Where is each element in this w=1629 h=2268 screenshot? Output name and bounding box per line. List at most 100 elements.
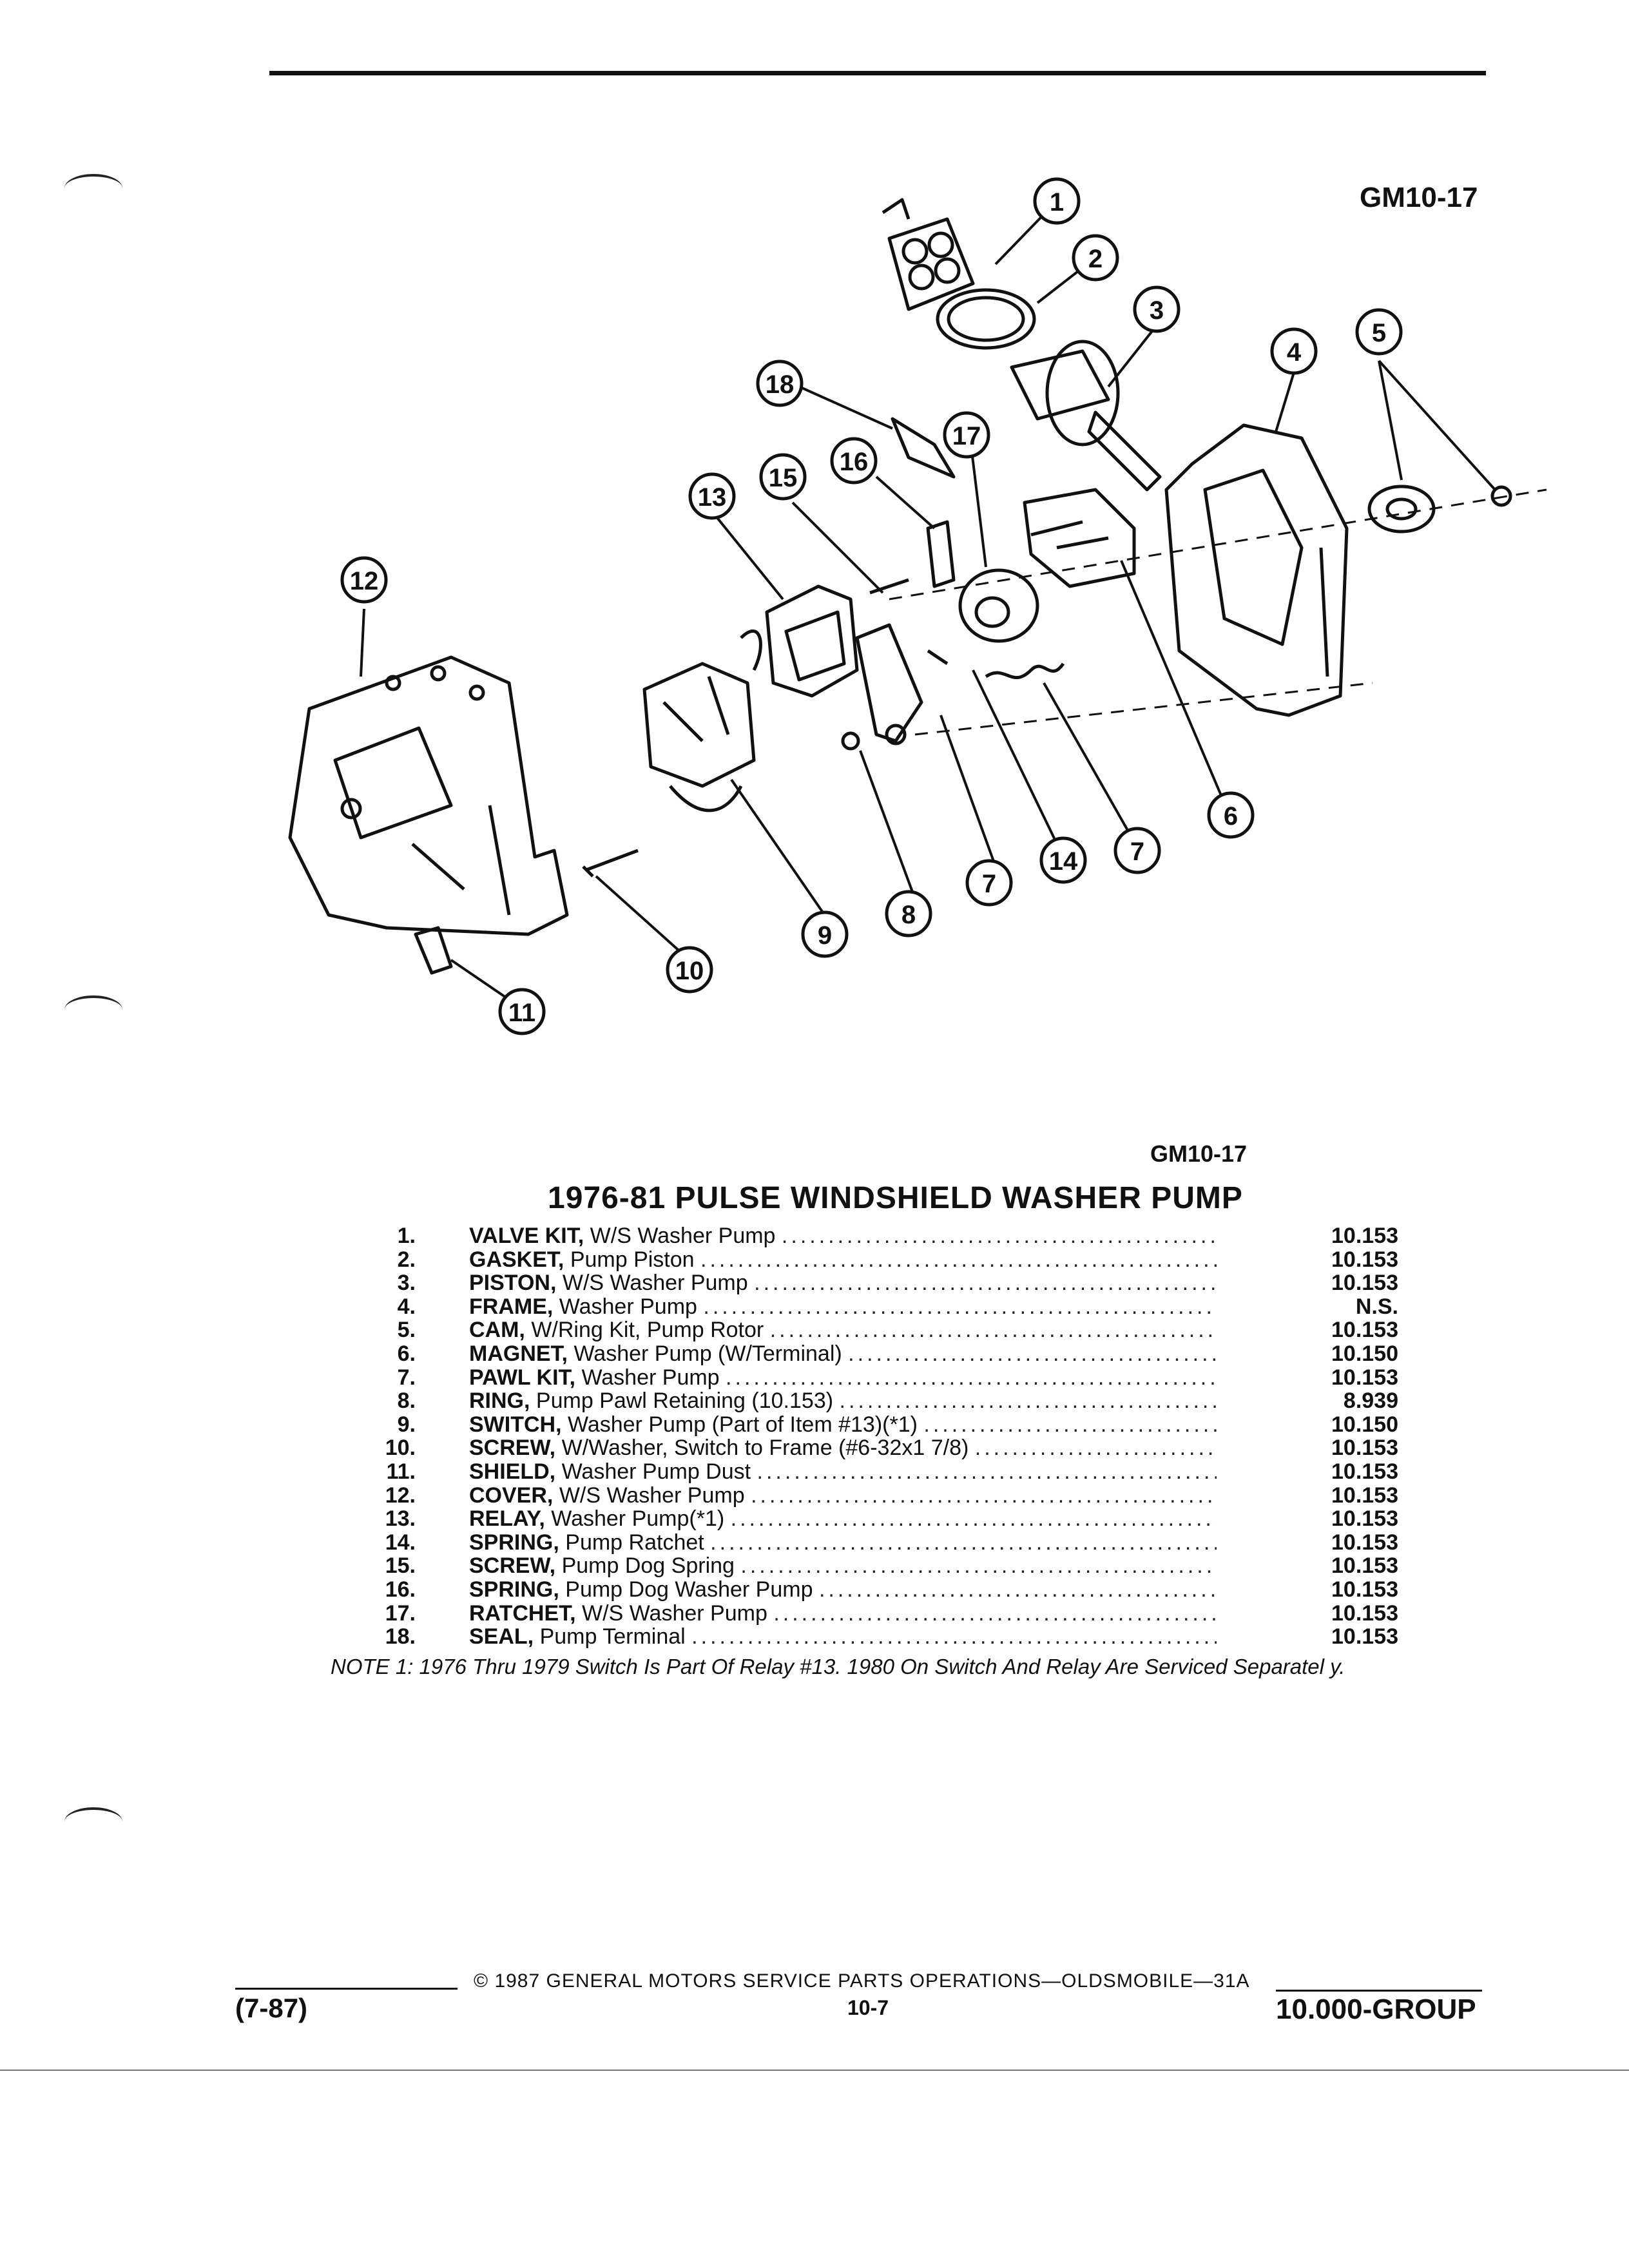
figure-id-bottom: GM10-17 xyxy=(1150,1140,1248,1167)
table-row: 9.SWITCH, Washer Pump (Part of Item #13)… xyxy=(361,1413,1456,1437)
leader-dots: ........................................… xyxy=(691,1625,1217,1649)
part-detail: Washer Pump xyxy=(581,1365,720,1389)
part-number: 6. xyxy=(397,1341,416,1366)
svg-text:18: 18 xyxy=(766,370,795,399)
figure-id-top: GM10-17 xyxy=(1360,182,1478,213)
leader-dots: ........................................… xyxy=(710,1530,1217,1554)
callout: 9 xyxy=(801,910,849,958)
leader-dots: ........................................… xyxy=(700,1247,1217,1271)
part-description: SHIELD, Washer Pump Dust ...............… xyxy=(469,1460,1217,1483)
part-detail: Washer Pump(*1) xyxy=(551,1507,725,1531)
callout: 18 xyxy=(756,360,804,407)
table-row: 8. RING, Pump Pawl Retaining (10.153) ...… xyxy=(361,1389,1456,1413)
part-name: GASKET, xyxy=(469,1247,564,1271)
part-detail: Pump Pawl Retaining (10.153) xyxy=(535,1389,834,1413)
part-name: SHIELD, xyxy=(469,1459,556,1483)
callout: 15 xyxy=(759,453,807,501)
exploded-parts-diagram: 1 2 3 4 5 6 7 7 8 9 10 11 12 13 14 15 16… xyxy=(288,177,1547,1035)
part-number: 11. xyxy=(386,1459,416,1484)
group-number: 10.150 xyxy=(1331,1412,1398,1437)
part-number: 14. xyxy=(385,1530,416,1555)
svg-text:15: 15 xyxy=(769,464,798,492)
part-description: MAGNET, Washer Pump (W/Terminal) .......… xyxy=(469,1342,1217,1365)
part-description: COVER, W/S Washer Pump .................… xyxy=(469,1484,1217,1507)
part-detail: Washer Pump xyxy=(559,1294,697,1318)
page-number: 10-7 xyxy=(847,1996,889,2019)
table-row: 5. CAM, W/Ring Kit, Pump Rotor ..........… xyxy=(361,1318,1456,1342)
svg-text:4: 4 xyxy=(1287,338,1302,367)
group-number: 10.153 xyxy=(1331,1577,1398,1602)
footer-rule-right xyxy=(1276,1990,1482,1992)
part-gasket xyxy=(936,288,1036,350)
callout: 7 xyxy=(1113,827,1161,874)
part-number: 16. xyxy=(385,1577,416,1602)
part-detail: W/S Washer Pump xyxy=(590,1224,776,1247)
svg-text:11: 11 xyxy=(508,999,535,1027)
part-detail: W/Ring Kit, Pump Rotor xyxy=(531,1318,764,1342)
part-description: RING, Pump Pawl Retaining (10.153) .....… xyxy=(469,1389,1217,1412)
group-number: 10.153 xyxy=(1331,1271,1398,1296)
part-ring xyxy=(841,731,860,751)
part-description: RELAY, Washer Pump(*1) .................… xyxy=(469,1507,1217,1530)
part-name: FRAME, xyxy=(469,1294,554,1318)
table-row: 18.SEAL, Pump Terminal .................… xyxy=(361,1625,1456,1649)
leader-dots: ........................................… xyxy=(740,1554,1217,1578)
part-dog-spring xyxy=(926,520,956,588)
leader-dots: ........................................… xyxy=(818,1577,1217,1601)
part-description: SPRING, Pump Ratchet ...................… xyxy=(469,1531,1217,1554)
svg-text:6: 6 xyxy=(1224,802,1238,831)
svg-text:3: 3 xyxy=(1150,296,1164,325)
leader-dots: ........................................… xyxy=(730,1507,1217,1531)
part-description: CAM, W/Ring Kit, Pump Rotor ............… xyxy=(469,1318,1217,1341)
part-description: SCREW, W/Washer, Switch to Frame (#6-32x… xyxy=(469,1436,1217,1459)
part-cover xyxy=(288,655,569,936)
callout: 3 xyxy=(1133,285,1181,333)
part-detail: W/S Washer Pump xyxy=(582,1601,767,1625)
leader-dots: ........................................… xyxy=(703,1294,1217,1318)
callout: 14 xyxy=(1039,836,1087,884)
callout: 16 xyxy=(830,437,878,485)
part-detail: Pump Piston xyxy=(570,1247,695,1271)
part-detail: Pump Ratchet xyxy=(565,1530,704,1554)
callout: 8 xyxy=(885,890,932,937)
part-number: 2. xyxy=(397,1247,416,1272)
part-number: 17. xyxy=(385,1600,416,1626)
part-description: VALVE KIT, W/S Washer Pump .............… xyxy=(469,1224,1217,1247)
leader-dots: ........................................… xyxy=(754,1271,1217,1295)
part-magnet xyxy=(1023,488,1136,588)
group-number: 10.153 xyxy=(1331,1436,1398,1461)
part-number: 10. xyxy=(385,1436,416,1461)
part-name: CAM, xyxy=(469,1318,525,1342)
scan-mark xyxy=(64,174,122,202)
leader-dots: ........................................… xyxy=(974,1436,1217,1460)
part-relay xyxy=(765,584,859,698)
footer-copyright: © 1987 GENERAL MOTORS SERVICE PARTS OPER… xyxy=(474,1970,1250,1992)
footer-rule-left xyxy=(235,1988,458,1990)
part-number: 13. xyxy=(385,1506,416,1532)
part-screw-dog xyxy=(869,578,909,595)
part-name: COVER, xyxy=(469,1483,554,1507)
callout: 17 xyxy=(943,411,990,459)
svg-text:14: 14 xyxy=(1049,847,1078,876)
svg-text:7: 7 xyxy=(1130,838,1144,866)
part-spring xyxy=(927,649,949,666)
part-number: 5. xyxy=(397,1318,416,1343)
part-number: 15. xyxy=(385,1553,416,1579)
part-name: SEAL, xyxy=(469,1625,534,1649)
svg-text:16: 16 xyxy=(840,448,869,476)
part-description: GASKET, Pump Piston ....................… xyxy=(469,1248,1217,1271)
part-seal xyxy=(891,417,956,479)
part-ratchet-spring xyxy=(985,662,1065,680)
part-name: PISTON, xyxy=(469,1271,557,1295)
part-number: 8. xyxy=(397,1389,416,1414)
leader-dots: ........................................… xyxy=(773,1601,1217,1625)
callout: 1 xyxy=(1033,177,1081,225)
part-detail: W/Washer, Switch to Frame (#6-32x1 7/8) xyxy=(561,1436,969,1460)
leader-dots: ........................................… xyxy=(757,1459,1217,1483)
svg-text:12: 12 xyxy=(350,567,379,595)
part-detail: Washer Pump (W/Terminal) xyxy=(574,1341,842,1365)
table-row: 1.VALVE KIT, W/S Washer Pump ...........… xyxy=(361,1224,1456,1248)
part-description: SPRING, Pump Dog Washer Pump ...........… xyxy=(469,1578,1217,1601)
group-number: 10.153 xyxy=(1331,1459,1398,1484)
part-detail: W/S Washer Pump xyxy=(562,1271,748,1295)
